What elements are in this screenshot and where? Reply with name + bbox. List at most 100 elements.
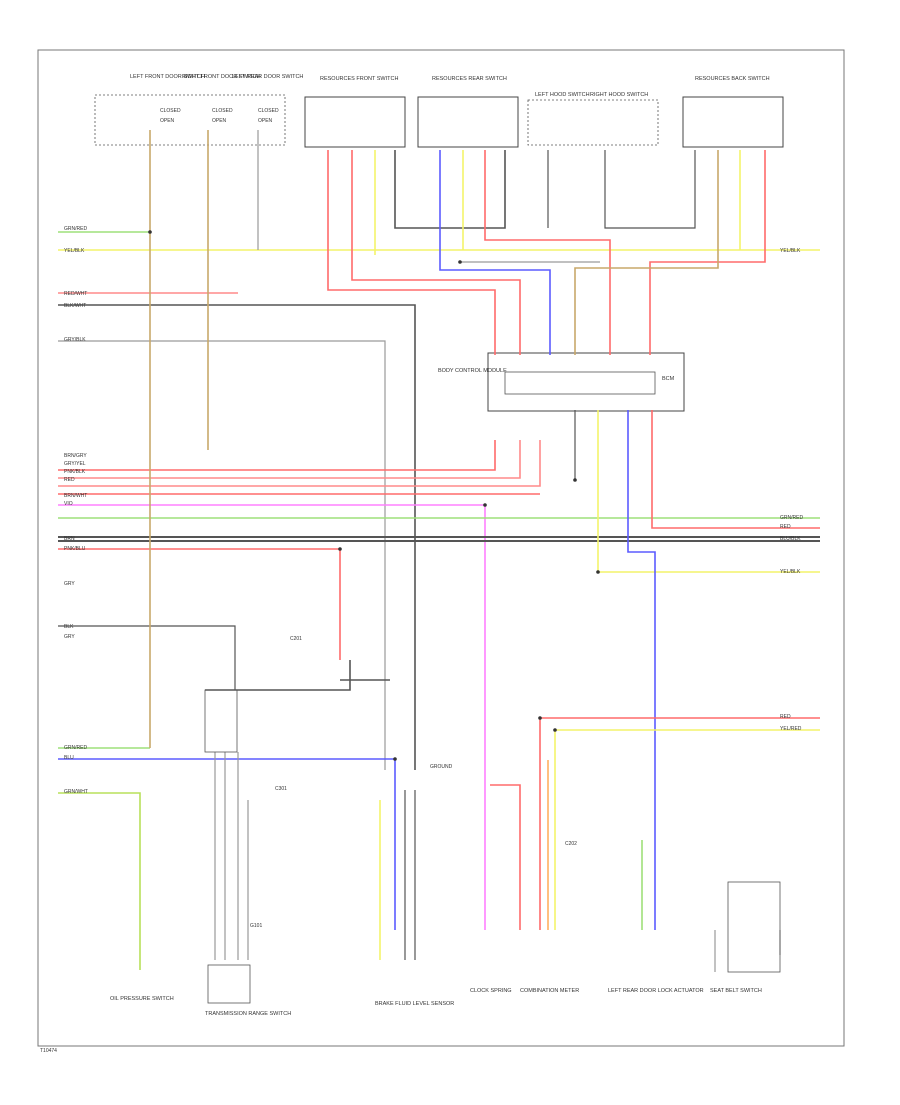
wire-label: BRN/GRY — [64, 453, 87, 459]
wire-dark-c — [604, 150, 696, 229]
wire-label: RED/WHT — [64, 291, 87, 297]
wire-label: VIO — [64, 501, 73, 507]
wire-dark-a — [394, 150, 506, 229]
switch-closed-label: CLOSED — [258, 108, 279, 114]
component-note: G101 — [250, 923, 262, 929]
wire-red-fluid — [490, 784, 521, 930]
wire-lime — [58, 792, 141, 970]
component-label: RESOURCES BACK SWITCH — [695, 76, 770, 82]
wire-blue-a — [439, 150, 551, 355]
wire-label: GRN/RED — [64, 226, 87, 232]
left-wire-labels: GRN/RED YEL/BLK RED/WHT BLK/WHT GRY/BLK … — [64, 226, 88, 795]
component-label: RESOURCES FRONT SWITCH — [320, 76, 398, 82]
hood-switch-box — [527, 99, 659, 146]
wire-label: BLK — [64, 624, 74, 630]
wire-layer — [58, 130, 820, 972]
wire-label: GRY — [64, 634, 75, 640]
component-note: C202 — [565, 841, 577, 847]
wire-label: YEL/BLK — [64, 248, 85, 254]
splice-dot — [458, 260, 462, 264]
component-label: CLOCK SPRING — [470, 988, 512, 994]
component-label: LEFT FRONT DOOR SWITCH — [130, 74, 205, 80]
component-note: C301 — [275, 786, 287, 792]
wire-label: YEL/BLK — [780, 569, 801, 575]
wire-label: BLU/BLK — [780, 536, 801, 542]
wire-label: GRY/BLK — [64, 337, 86, 343]
wire-red-d — [649, 150, 766, 355]
component-label: RIGHT FRONT DOOR SWITCH — [182, 74, 261, 80]
top-resource-switch-group: RESOURCES FRONT SWITCH RESOURCES REAR SW… — [304, 76, 784, 148]
splice-dot — [483, 503, 487, 507]
splice-dot — [573, 478, 577, 482]
component-label: TRANSMISSION RANGE SWITCH — [205, 1011, 291, 1017]
door-switch-box — [94, 94, 286, 146]
component-label: OIL PRESSURE SWITCH — [110, 996, 174, 1002]
wire-red-right — [58, 548, 341, 660]
diagram-frame — [37, 49, 845, 1047]
switch-open-label: OPEN — [212, 118, 227, 124]
wire-brn-gry — [58, 440, 496, 471]
wire-label: RED — [64, 477, 75, 483]
wire-red-a — [327, 150, 496, 355]
component-label: RESOURCES REAR SWITCH — [432, 76, 507, 82]
switch-closed-label: CLOSED — [212, 108, 233, 114]
wire-gry-yel — [58, 440, 521, 479]
splice-dot — [538, 716, 542, 720]
component-label: LEFT HOOD SWITCH — [535, 92, 590, 98]
wire-red-c — [484, 150, 611, 355]
switch-open-label: OPEN — [160, 118, 175, 124]
splice-dot — [338, 547, 342, 551]
wire-label: PNK/BLK — [64, 469, 86, 475]
transmission-switch-box — [207, 964, 251, 1004]
wire-label: BRN/WHT — [64, 493, 87, 499]
wire-blu-low — [58, 758, 396, 930]
splice-dot — [596, 570, 600, 574]
wire-label: GRY — [64, 581, 75, 587]
wire-pnk-blk — [58, 440, 541, 487]
splice-dot — [553, 728, 557, 732]
resources-back-switch-box — [682, 96, 784, 148]
resources-rear-switch-box — [417, 96, 519, 148]
wire-label: RED — [780, 714, 791, 720]
wire-label: YEL/RED — [780, 726, 802, 732]
component-label: LEFT REAR DOOR LOCK ACTUATOR — [608, 988, 704, 994]
wire-blu-m — [627, 410, 656, 930]
wire-label: GRN/RED — [780, 515, 803, 521]
top-left-switch-group: LEFT FRONT DOOR SWITCH RIGHT FRONT DOOR … — [94, 74, 303, 146]
splice-dot — [393, 757, 397, 761]
wire-gry-mid — [205, 660, 351, 691]
module-box — [487, 352, 685, 412]
body-control-module: BODY CONTROL MODULE BCM — [438, 352, 685, 412]
wire-tan-back — [574, 150, 719, 355]
right-wire-labels: YEL/BLK GRN/RED RED BLU/BLK YEL/BLK RED … — [780, 248, 803, 732]
wire-yel-m — [597, 410, 820, 573]
wire-label: YEL/BLK — [780, 248, 801, 254]
wire-red-m — [651, 410, 820, 529]
component-label: BRAKE FLUID LEVEL SENSOR — [375, 1001, 454, 1007]
module-label: BODY CONTROL MODULE — [438, 368, 507, 374]
module-inner-box — [504, 371, 656, 395]
wire-label: GRN/RED — [64, 745, 87, 751]
module-side-label: BCM — [662, 376, 675, 382]
component-label: SEAT BELT SWITCH — [710, 988, 762, 994]
wire-label: GRN/WHT — [64, 789, 88, 795]
wire-magenta — [58, 504, 486, 930]
component-label: COMBINATION METER — [520, 988, 579, 994]
seat-belt-switch-box — [727, 881, 781, 973]
wire-gry-blk — [58, 340, 386, 770]
wire-label: BLU — [64, 755, 74, 761]
wire-label: PNK/BLU — [64, 546, 86, 552]
wire-red-b — [351, 150, 521, 355]
wire-gry-lower — [58, 625, 236, 690]
component-note: GROUND — [430, 764, 453, 770]
splice-dot — [148, 230, 152, 234]
wire-blk-wht — [58, 304, 416, 770]
switch-closed-label: CLOSED — [160, 108, 181, 114]
component-note: C201 — [290, 636, 302, 642]
wire-label: GRY/YEL — [64, 461, 86, 467]
footer-code: T10474 — [40, 1048, 57, 1054]
switch-open-label: OPEN — [258, 118, 273, 124]
wire-label: RED — [780, 524, 791, 530]
seat-switch-box — [204, 689, 238, 753]
